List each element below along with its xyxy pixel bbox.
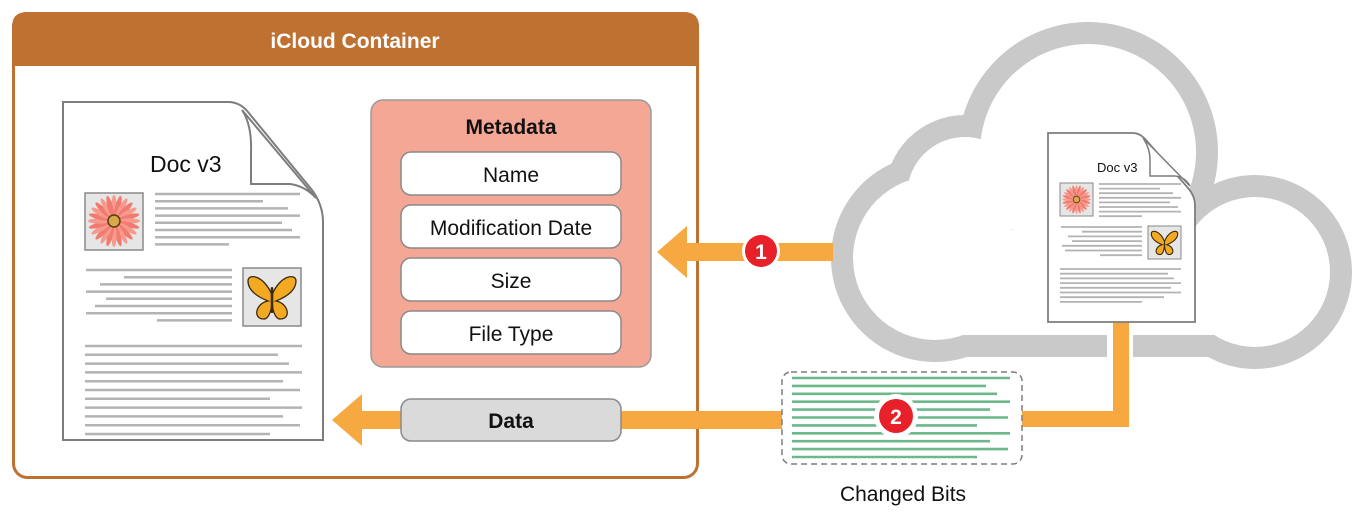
petal — [1072, 185, 1077, 198]
flower-center — [107, 214, 121, 228]
petal — [1078, 192, 1089, 199]
cloud-document: Doc v3 — [1047, 132, 1196, 323]
container-header — [12, 12, 699, 66]
butterfly-image — [242, 267, 302, 327]
changed-bits-label: Changed Bits — [840, 483, 966, 506]
petal — [1077, 187, 1084, 198]
petal — [1078, 199, 1091, 204]
flower-image — [1059, 182, 1094, 217]
petal — [1077, 189, 1087, 199]
petal — [1062, 195, 1075, 200]
cloud-doc-title: Doc v3 — [1097, 160, 1137, 175]
petal — [117, 221, 140, 229]
svg-text:2: 2 — [890, 406, 902, 429]
petal — [1077, 200, 1087, 210]
petal — [115, 224, 128, 244]
step-1-badge: 1 — [742, 232, 780, 270]
data-pill: Data — [400, 398, 622, 442]
petal — [1072, 201, 1077, 214]
metadata-field-size: Size — [400, 257, 622, 302]
petal — [115, 198, 128, 218]
petal — [106, 224, 114, 247]
petal — [1064, 192, 1075, 199]
metadata-field-name: Name — [400, 151, 622, 196]
petal — [116, 223, 133, 240]
metadata-field-modification-date: Modification Date — [400, 204, 622, 249]
butterfly-image — [1147, 225, 1182, 260]
container-title: iCloud Container — [270, 30, 439, 53]
petal — [1066, 200, 1076, 210]
petal — [100, 198, 113, 218]
svg-text:Modification Date: Modification Date — [430, 217, 592, 240]
page-fold — [241, 109, 317, 199]
petal — [1066, 189, 1076, 199]
svg-text:Data: Data — [488, 410, 534, 433]
petal — [117, 207, 137, 220]
petal — [95, 223, 112, 240]
svg-text:Size: Size — [491, 270, 532, 293]
metadata-title: Metadata — [465, 116, 556, 139]
local-doc-title: Doc v3 — [150, 151, 222, 177]
svg-text:1: 1 — [755, 241, 767, 264]
metadata-panel: Metadata Name Modification Date Size Fil… — [370, 99, 652, 368]
flower-image — [84, 192, 144, 251]
petal — [114, 195, 122, 218]
petal — [100, 224, 113, 244]
petal — [1064, 200, 1075, 207]
page-fold — [1142, 137, 1191, 187]
petal — [91, 207, 111, 220]
petal — [1076, 185, 1081, 198]
svg-text:Name: Name — [483, 164, 539, 187]
petal — [1078, 200, 1089, 207]
petal — [95, 202, 112, 219]
metadata-field-file-type: File Type — [400, 310, 622, 355]
local-document: Doc v3 — [62, 101, 324, 441]
flower-center — [1072, 195, 1081, 204]
petal — [1077, 201, 1084, 212]
svg-text:File Type: File Type — [469, 323, 554, 346]
petal — [117, 222, 137, 235]
petal — [91, 222, 111, 235]
step-2-badge: 2 — [874, 394, 918, 438]
petal — [116, 202, 133, 219]
petal — [1069, 187, 1076, 198]
petal — [106, 195, 114, 218]
petal — [1069, 201, 1076, 212]
petal — [88, 213, 111, 221]
